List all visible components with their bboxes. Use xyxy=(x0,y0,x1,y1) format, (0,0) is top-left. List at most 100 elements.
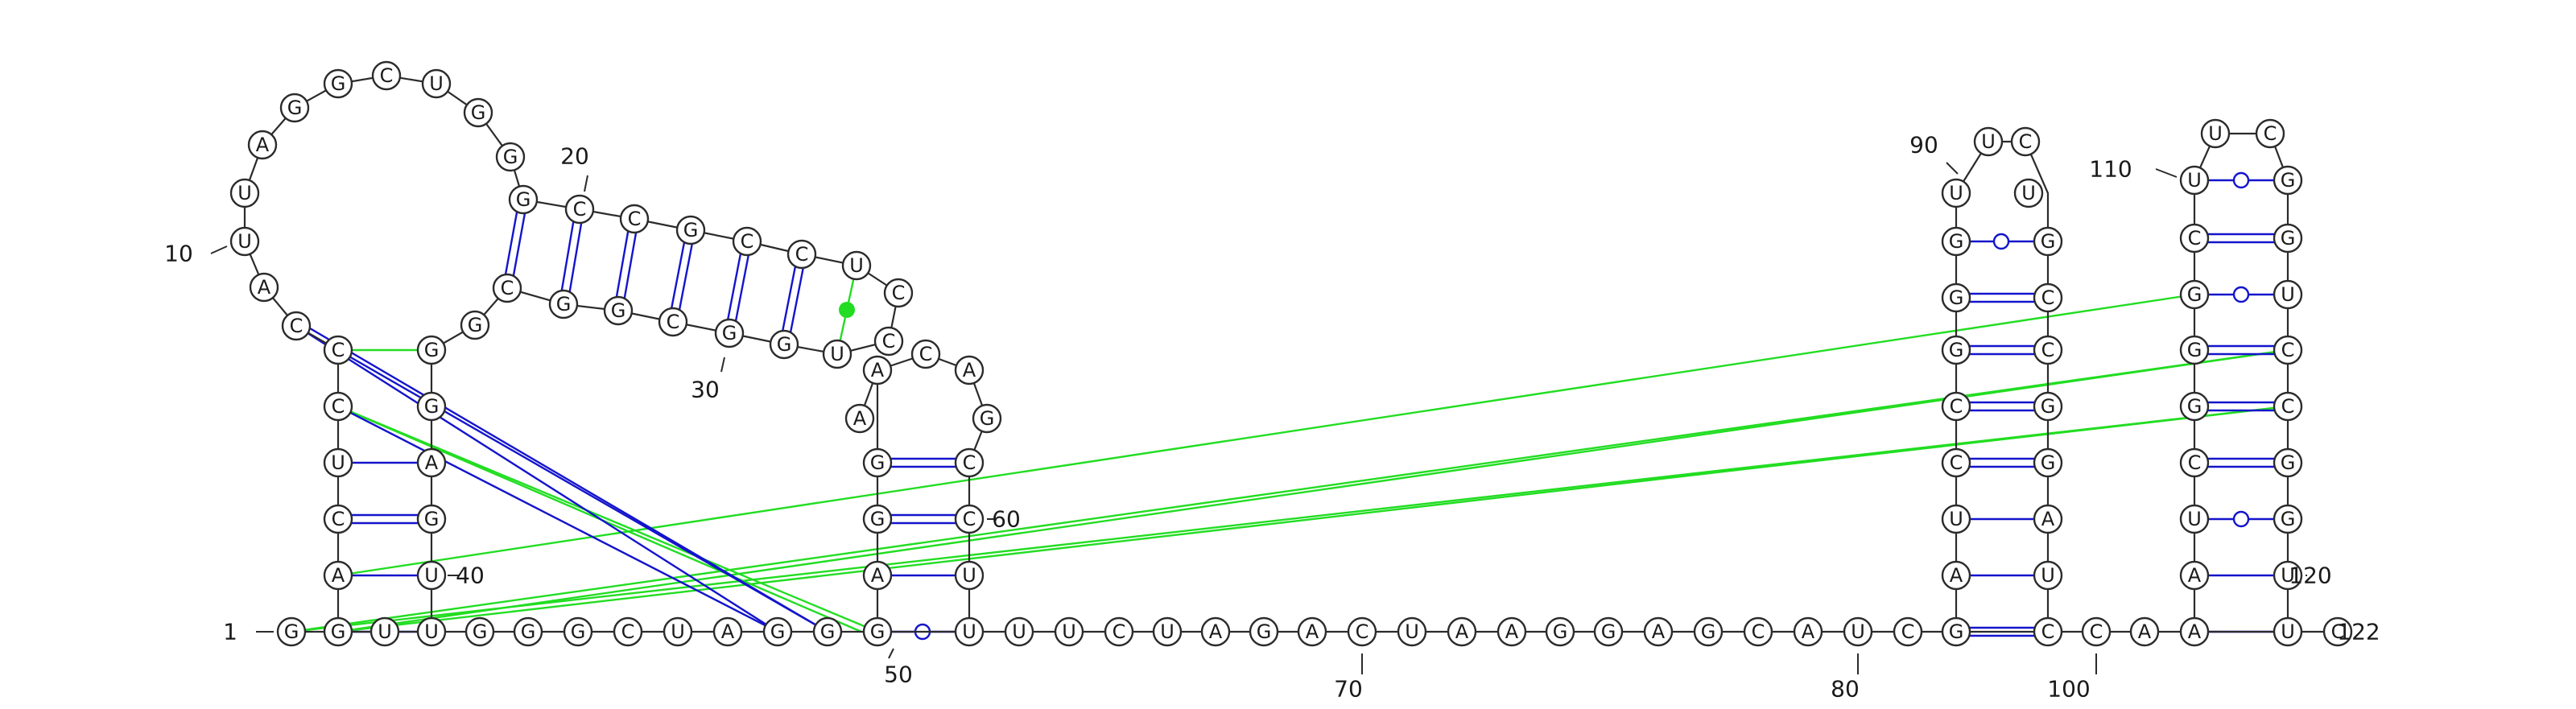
svg-text:G: G xyxy=(1949,339,1964,361)
svg-text:A: A xyxy=(1652,620,1666,643)
svg-text:U: U xyxy=(1949,508,1963,530)
svg-text:A: A xyxy=(258,276,271,299)
nucleotide: C xyxy=(732,226,762,257)
nucleotide: U xyxy=(369,616,400,647)
nucleotide: U xyxy=(323,447,353,478)
nucleotide: G xyxy=(812,616,843,647)
nucleotide: U xyxy=(416,560,447,591)
nucleotide: A xyxy=(1297,616,1327,647)
nucleotide: G xyxy=(460,310,490,340)
svg-text:G: G xyxy=(1701,620,1716,643)
nucleotide: G xyxy=(1593,616,1624,647)
nucleotide: A xyxy=(862,355,893,385)
nucleotide: U xyxy=(2273,616,2303,647)
nucleotide: G xyxy=(862,447,893,478)
position-label: 1 xyxy=(223,619,274,645)
svg-text:U: U xyxy=(424,620,439,643)
nucleotide: G xyxy=(323,68,353,99)
nucleotide: G xyxy=(1545,616,1575,647)
nucleotide: G xyxy=(675,215,706,245)
nucleotide: G xyxy=(416,504,447,534)
position-label: 10 xyxy=(164,241,228,267)
svg-text:G: G xyxy=(2187,339,2202,361)
svg-text:C: C xyxy=(1950,451,1963,474)
svg-text:G: G xyxy=(820,620,836,643)
gu-wobble-marker xyxy=(2232,510,2250,528)
pseudoknot-line xyxy=(337,293,2195,577)
nucleotide: G xyxy=(2179,279,2210,310)
svg-text:G: G xyxy=(722,322,737,344)
svg-text:C: C xyxy=(1113,620,1126,643)
base-pair-line xyxy=(778,253,799,344)
nucleotide: U xyxy=(954,616,985,647)
svg-text:10: 10 xyxy=(164,241,193,267)
svg-text:U: U xyxy=(2281,283,2295,306)
svg-text:U: U xyxy=(962,620,976,643)
nucleotide: C xyxy=(1941,391,1971,422)
backbone-segment xyxy=(858,369,879,632)
nucleotide: G xyxy=(714,318,745,348)
svg-text:A: A xyxy=(2041,508,2055,530)
nucleotide: G xyxy=(323,616,353,647)
nucleotide: G xyxy=(548,289,579,319)
nucleotide: G xyxy=(2273,447,2303,478)
svg-text:C: C xyxy=(1752,620,1765,643)
nucleotide: A xyxy=(1941,560,1971,591)
nucleotide: A xyxy=(249,272,279,303)
svg-text:C: C xyxy=(628,208,642,230)
svg-text:C: C xyxy=(2019,130,2033,153)
nucleotide: G xyxy=(862,504,893,534)
base-pair-line xyxy=(566,209,585,306)
svg-text:U: U xyxy=(1012,620,1026,643)
base-pair-line xyxy=(502,198,521,288)
position-label: 120 xyxy=(2289,563,2331,589)
nucleotide: A xyxy=(2179,560,2210,591)
nucleotide: U xyxy=(1152,616,1183,647)
svg-text:G: G xyxy=(870,508,886,530)
svg-text:G: G xyxy=(2281,508,2296,530)
position-label: 110 xyxy=(2089,156,2178,183)
nucleotide: A xyxy=(2033,504,2063,534)
svg-text:C: C xyxy=(882,330,896,352)
base-pair-line xyxy=(558,208,577,304)
svg-text:G: G xyxy=(424,339,440,361)
pseudoknot-line xyxy=(337,405,878,633)
svg-text:C: C xyxy=(1356,620,1369,643)
nucleotide: U xyxy=(2033,560,2063,591)
nucleotide: C xyxy=(2273,391,2303,422)
nucleotide: A xyxy=(247,130,278,160)
base-pair-line xyxy=(675,230,696,324)
svg-text:C: C xyxy=(919,343,933,365)
svg-text:G: G xyxy=(503,146,518,168)
nucleotide: A xyxy=(416,447,447,478)
nucleotide: U xyxy=(1941,178,1971,208)
pseudoknot-line xyxy=(337,348,2289,633)
svg-text:C: C xyxy=(2281,339,2295,361)
backbone-segment xyxy=(2193,132,2289,632)
svg-text:C: C xyxy=(2331,620,2345,643)
nucleotide: G xyxy=(463,97,493,128)
nucleotide: G xyxy=(1941,282,1971,313)
nucleotide: A xyxy=(323,560,353,591)
nucleotide: C xyxy=(910,339,941,369)
nucleotide: C xyxy=(613,616,643,647)
svg-text:A: A xyxy=(1209,620,1223,643)
svg-text:G: G xyxy=(468,314,483,336)
nucleotide: C xyxy=(2322,616,2353,647)
svg-text:20: 20 xyxy=(560,143,589,170)
pair-lines-layer xyxy=(291,171,2289,641)
nucleotide: C xyxy=(873,326,904,357)
nucleotide: G xyxy=(2033,447,2063,478)
base-pair-line xyxy=(732,241,753,335)
nucleotide: A xyxy=(954,355,985,385)
svg-text:G: G xyxy=(473,620,488,643)
svg-text:50: 50 xyxy=(884,662,913,688)
svg-text:U: U xyxy=(2281,620,2295,643)
base-pair-line xyxy=(510,200,529,290)
nucleotide: G xyxy=(1249,616,1279,647)
svg-text:A: A xyxy=(256,134,270,156)
svg-text:A: A xyxy=(853,407,867,430)
position-label: 60 xyxy=(987,506,1021,533)
svg-text:U: U xyxy=(830,343,844,365)
